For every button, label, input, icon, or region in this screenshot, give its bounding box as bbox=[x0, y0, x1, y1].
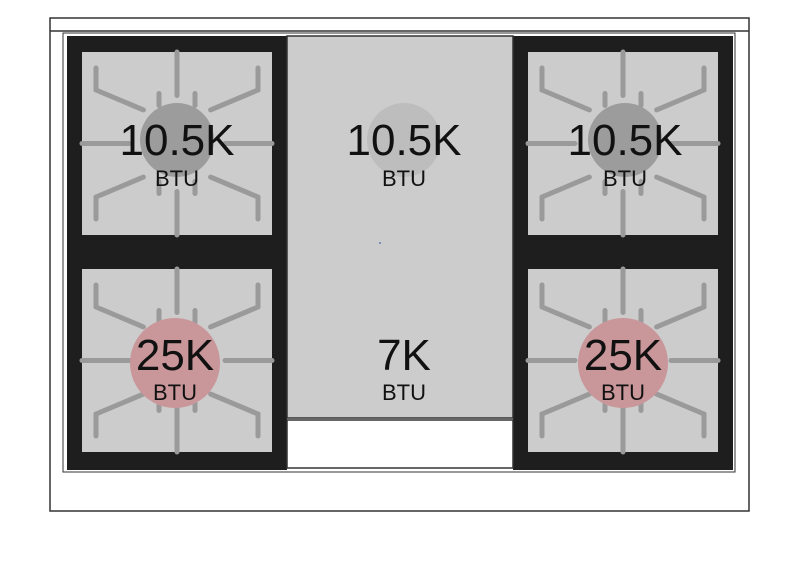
grate-bar bbox=[539, 174, 592, 200]
grate-bar bbox=[93, 174, 146, 200]
burner-unit: BTU bbox=[601, 380, 645, 405]
burner-center-rear: 10.5K BTU bbox=[347, 103, 462, 191]
burner-disc bbox=[578, 318, 668, 408]
grate-bar bbox=[93, 391, 146, 417]
grate-bar bbox=[93, 87, 146, 113]
burner-rating: 7K bbox=[377, 331, 431, 380]
burner-rating: 10.5K bbox=[120, 116, 235, 165]
burner-rating: 25K bbox=[136, 331, 214, 380]
grate-bar bbox=[208, 304, 261, 330]
grate-bar bbox=[93, 304, 146, 330]
burner-unit: BTU bbox=[603, 166, 647, 191]
burner-left-rear: 10.5K BTU bbox=[120, 103, 235, 191]
burner-disc bbox=[140, 103, 214, 177]
burner-unit: BTU bbox=[155, 166, 199, 191]
burner-unit: BTU bbox=[382, 166, 426, 191]
grate-bar bbox=[654, 174, 707, 200]
burner-rating: 10.5K bbox=[347, 116, 462, 165]
grate-bar bbox=[654, 87, 707, 113]
burner-rating: 10.5K bbox=[568, 116, 683, 165]
grate-bar bbox=[654, 304, 707, 330]
grate-bar bbox=[539, 87, 592, 113]
grate-bar bbox=[539, 304, 592, 330]
burner-unit: BTU bbox=[382, 380, 426, 405]
burner-right-rear: 10.5K BTU bbox=[568, 103, 683, 191]
grate-bar bbox=[208, 391, 261, 417]
center-griddle bbox=[286, 35, 514, 469]
grate-bar bbox=[208, 174, 261, 200]
burner-disc bbox=[130, 318, 220, 408]
burner-unit: BTU bbox=[153, 380, 197, 405]
burner-rating: 25K bbox=[584, 331, 662, 380]
burner-right-front: 25K BTU bbox=[578, 318, 668, 408]
grate-bar bbox=[539, 391, 592, 417]
burner-disc bbox=[367, 103, 441, 177]
grate-bars bbox=[79, 49, 721, 455]
burner-center-front: 7K BTU bbox=[377, 331, 431, 405]
burner-disc bbox=[588, 103, 662, 177]
grate-bar bbox=[208, 87, 261, 113]
grate-bar bbox=[654, 391, 707, 417]
burner-left-front: 25K BTU bbox=[130, 318, 220, 408]
